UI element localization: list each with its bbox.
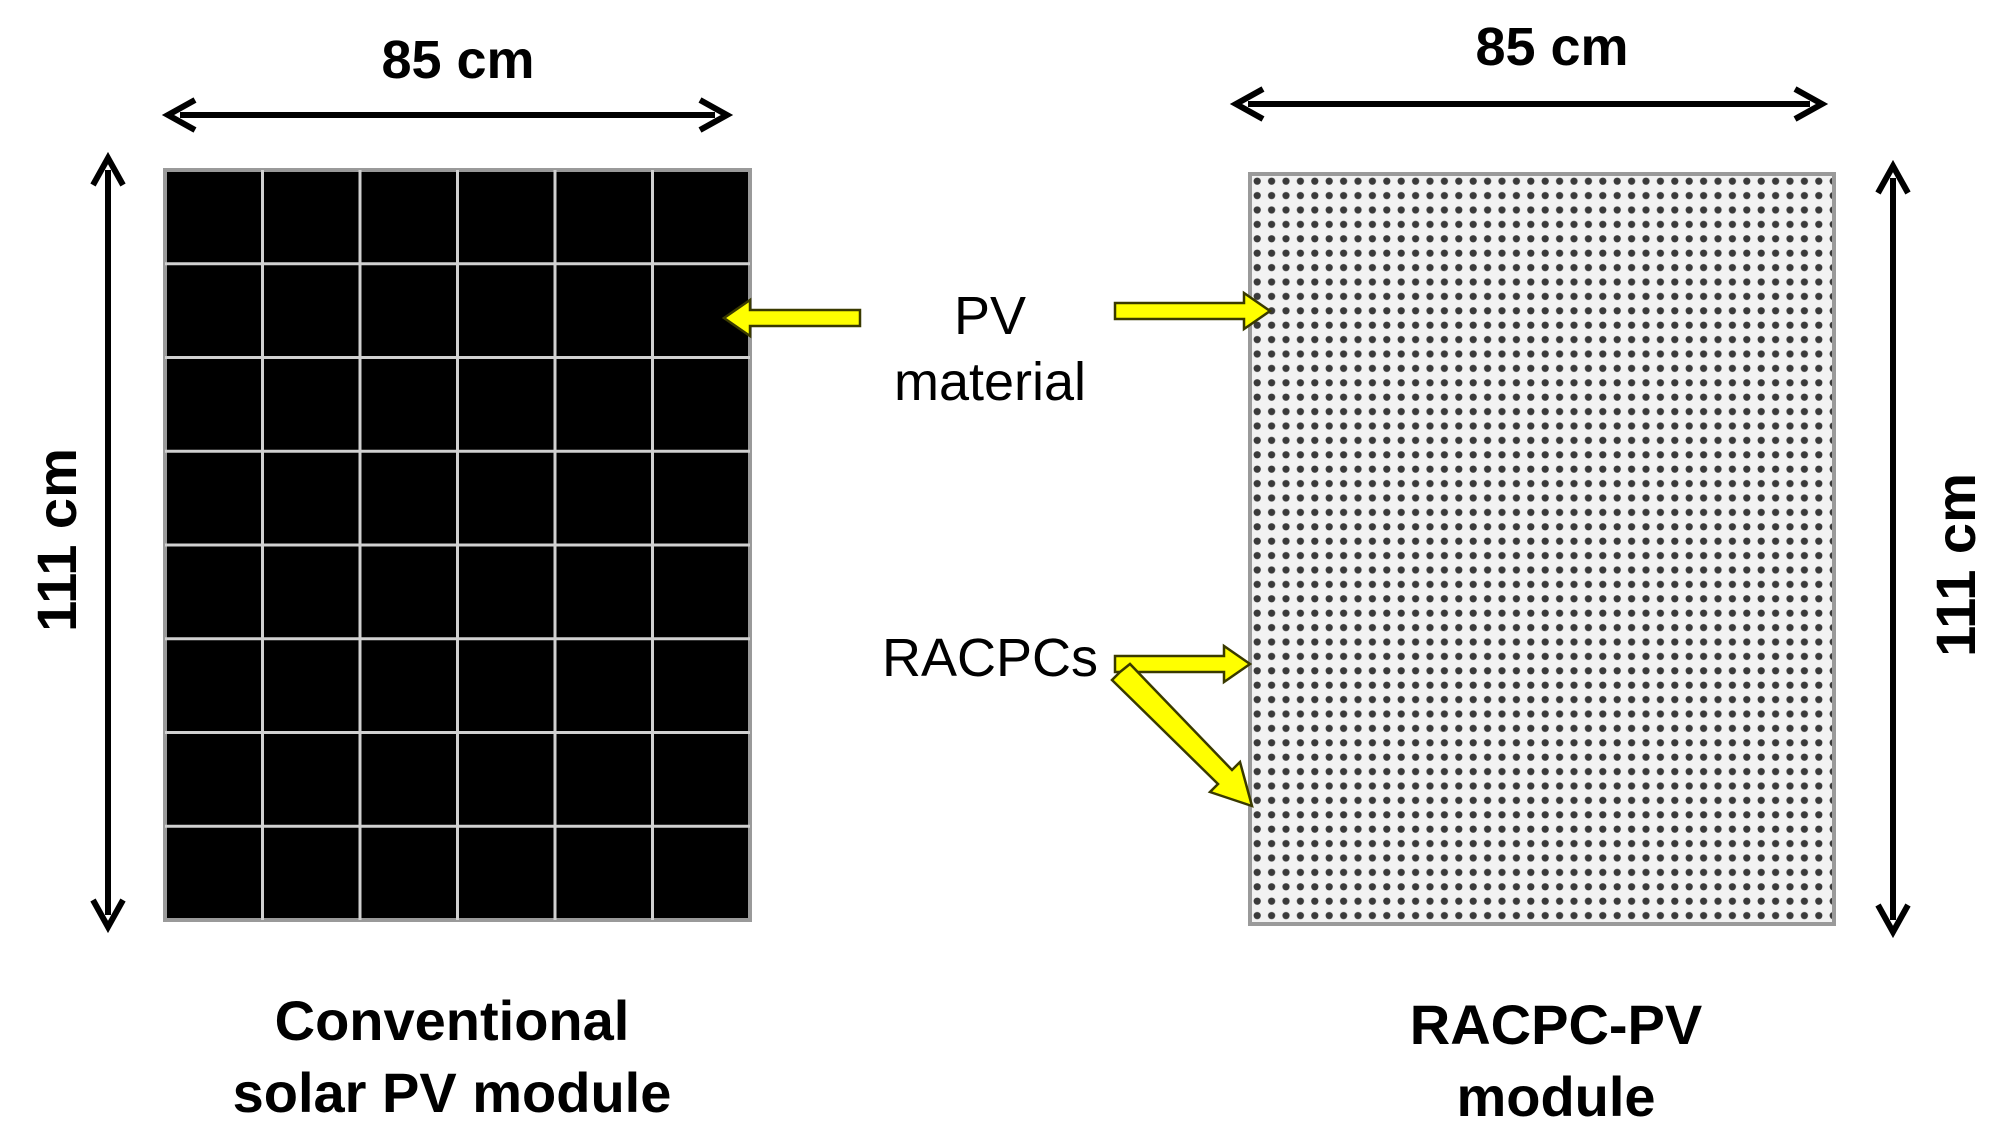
pv-material-label-line1: PV	[954, 286, 1026, 346]
right-height-label: 111 cm	[1924, 473, 1987, 657]
conventional-module	[163, 168, 752, 922]
right-height-dimension: 111 cm	[1875, 159, 1987, 939]
left-width-label: 85 cm	[381, 30, 534, 90]
right-width-label: 85 cm	[1475, 17, 1628, 77]
conventional-caption-line2: solar PV module	[233, 1061, 672, 1124]
yellow-arrow-icon	[1110, 662, 1254, 808]
yellow-arrow-icon	[721, 297, 862, 339]
racpc-caption-line1: RACPC-PV	[1410, 993, 1702, 1056]
pv-material-label-line2: material	[894, 352, 1086, 412]
left-width-dimension: 85 cm	[161, 30, 734, 133]
double-headed-arrow-icon	[161, 97, 734, 133]
pointer-arrows	[721, 290, 1273, 808]
double-headed-arrow-icon	[1875, 159, 1911, 939]
yellow-arrow-icon	[1113, 290, 1273, 332]
double-headed-arrow-icon	[1229, 86, 1829, 122]
left-height-dimension: 111 cm	[25, 151, 126, 934]
conventional-caption-line1: Conventional	[275, 989, 630, 1052]
racpc-panel	[1248, 172, 1836, 926]
conventional-cell-grid	[165, 170, 750, 920]
double-headed-arrow-icon	[90, 151, 126, 934]
racpc-caption-line2: module	[1456, 1065, 1655, 1128]
racpc-module	[1248, 172, 1836, 926]
right-width-dimension: 85 cm	[1229, 17, 1829, 122]
left-height-label: 111 cm	[25, 448, 88, 632]
racpcs-label: RACPCs	[882, 628, 1098, 688]
